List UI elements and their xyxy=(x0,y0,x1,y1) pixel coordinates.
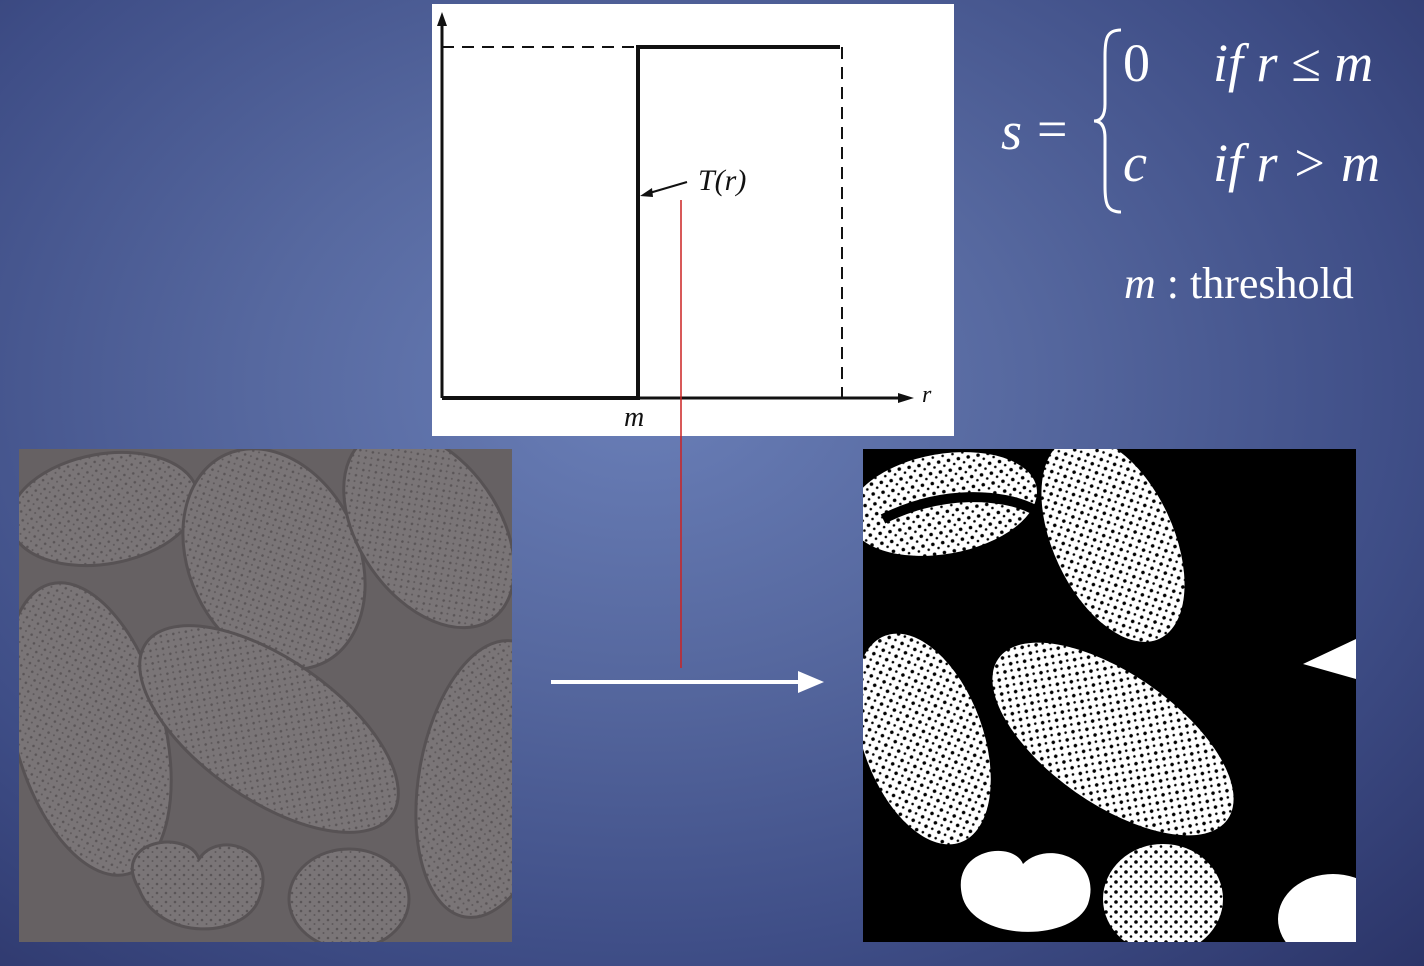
x-axis-arrowhead xyxy=(898,393,914,403)
output-pollen-illustration xyxy=(863,449,1356,942)
function-label: T(r) xyxy=(698,164,746,197)
threshold-formula: s = 0 if r ≤ m c if r > m xyxy=(995,20,1415,220)
input-image xyxy=(19,449,512,942)
formula-lhs: s xyxy=(1001,101,1023,161)
output-image xyxy=(863,449,1356,942)
label-pointer xyxy=(645,181,688,195)
label-pointer-head xyxy=(640,188,653,197)
case-high-value: c xyxy=(1123,133,1147,193)
y-axis-arrowhead xyxy=(437,12,447,26)
transform-arrow xyxy=(551,671,824,693)
input-pollen-illustration xyxy=(19,449,512,942)
case-low-value: 0 xyxy=(1123,33,1150,93)
case-high-condition: if r > m xyxy=(1213,133,1380,193)
step-function-curve xyxy=(442,45,840,400)
step-function-plot: T(r) r m xyxy=(437,12,932,433)
connector-line xyxy=(680,200,682,668)
transformation-graph: T(r) r m xyxy=(432,4,954,436)
x-axis-label: r xyxy=(922,382,932,408)
threshold-symbol: m xyxy=(1124,259,1156,308)
formula-equals: = xyxy=(1037,99,1068,159)
case-low-condition: if r ≤ m xyxy=(1213,33,1374,93)
threshold-text: : threshold xyxy=(1166,259,1354,308)
threshold-tick-label: m xyxy=(624,402,644,433)
curly-brace xyxy=(1093,28,1122,214)
threshold-note: m : threshold xyxy=(1124,258,1354,309)
